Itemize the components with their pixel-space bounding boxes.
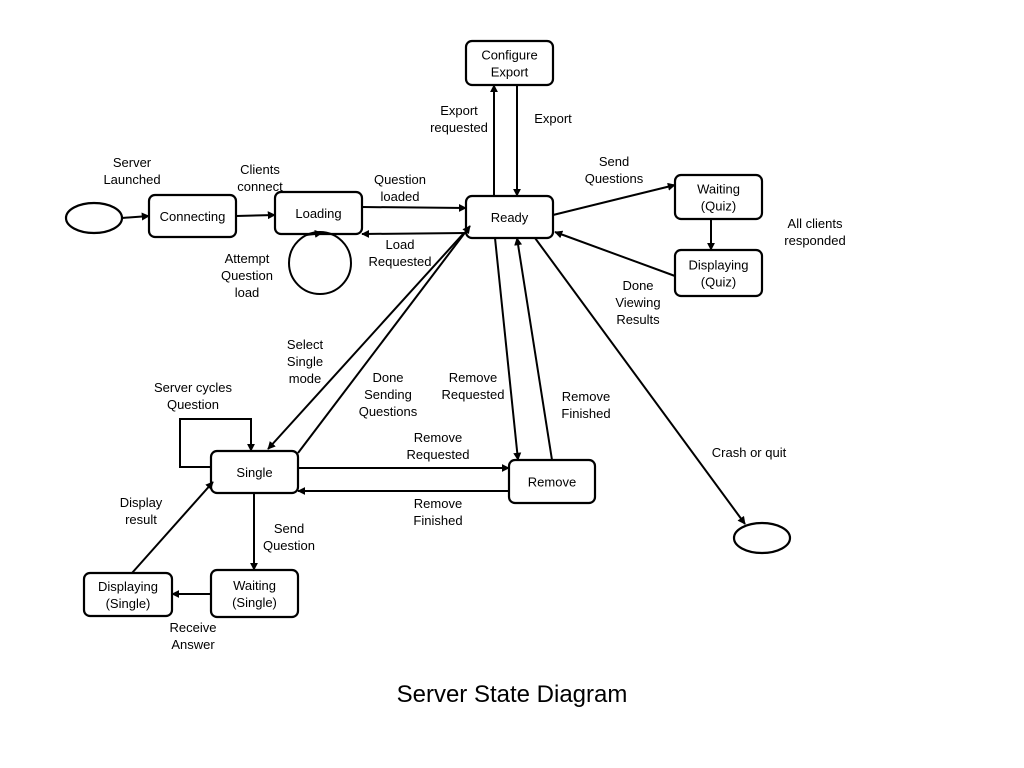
state-waiting-single-label: Waiting(Single) (232, 578, 277, 610)
edge-ready-to-loading (361, 229, 467, 238)
state-waiting-quiz: Waiting(Quiz) (673, 173, 764, 221)
edge-loading-to-ready (361, 203, 467, 212)
state-single-label: Single (236, 465, 272, 480)
edge-loading-self-loop-head (305, 229, 323, 238)
edge-loading-self-loop (288, 231, 352, 295)
state-connecting: Connecting (147, 193, 238, 239)
state-ready-label: Ready (491, 210, 529, 225)
edge-start-to-connecting (121, 212, 150, 221)
edge-single-self-loop (179, 418, 255, 468)
state-displaying-single: Displaying(Single) (82, 571, 174, 618)
edge-displaying-quiz-to-ready (554, 230, 676, 277)
state-displaying-quiz: Displaying(Quiz) (673, 248, 764, 298)
state-ready: Ready (464, 194, 555, 240)
state-remove: Remove (507, 458, 597, 505)
edge-remove-to-ready (514, 237, 553, 461)
start-node (64, 201, 124, 235)
edge-connecting-to-loading (235, 211, 276, 220)
edge-ready-to-remove (494, 237, 522, 461)
state-displaying-quiz-label: Displaying(Quiz) (689, 257, 749, 289)
edge-ready-to-waiting-quiz (552, 182, 676, 216)
state-loading-label: Loading (295, 206, 341, 221)
edge-ready-to-end (534, 237, 746, 525)
edge-single-to-ready (297, 225, 471, 454)
state-connecting-label: Connecting (160, 209, 226, 224)
edge-ready-to-single (267, 233, 464, 450)
label-export: Export (534, 111, 572, 126)
diagram-title: Server State Diagram (397, 681, 628, 708)
state-remove-label: Remove (528, 474, 576, 489)
state-waiting-quiz-label: Waiting(Quiz) (697, 181, 740, 213)
state-waiting-single: Waiting(Single) (209, 568, 300, 619)
end-node (732, 521, 792, 555)
label-crash-or-quit: Crash or quit (712, 445, 787, 460)
state-displaying-single-label: Displaying(Single) (98, 579, 158, 611)
state-single: Single (209, 449, 300, 495)
edge-displaying-single-to-single (131, 481, 214, 574)
state-loading: Loading (273, 190, 364, 236)
